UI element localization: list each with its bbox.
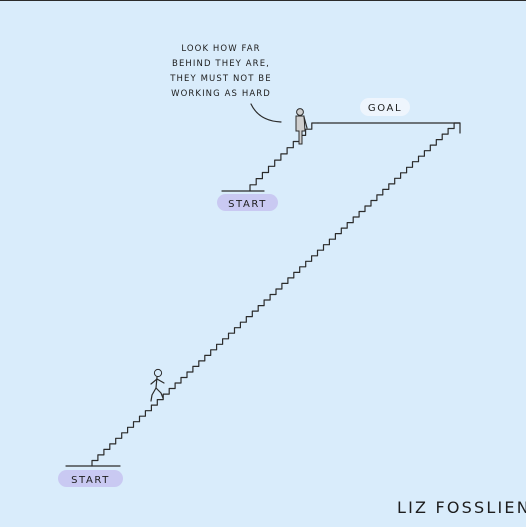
short-staircase: [249, 122, 319, 192]
speech-line-3: THEY MUST NOT BE: [169, 74, 271, 84]
speech-line-2: BEHIND THEY ARE,: [172, 59, 270, 69]
goal-badge: GOAL: [360, 98, 410, 116]
standing-figure: [295, 108, 308, 145]
start-label-top: START: [228, 199, 267, 210]
speech-line-4: WORKING AS HARD: [171, 89, 271, 99]
speech-bubble: LOOK HOW FAR BEHIND THEY ARE, THEY MUST …: [169, 44, 282, 123]
speech-tail: [250, 103, 282, 123]
speech-line-1: LOOK HOW FAR: [181, 44, 260, 54]
artist-signature: LIZ FOSSLIEN: [397, 498, 526, 517]
goal-label: GOAL: [368, 103, 402, 114]
start-label-bottom: START: [71, 475, 110, 486]
start-badge-bottom: START: [58, 470, 123, 487]
long-staircase: [91, 122, 461, 467]
start-badge-top: START: [217, 194, 278, 211]
walking-figure: [150, 368, 165, 402]
